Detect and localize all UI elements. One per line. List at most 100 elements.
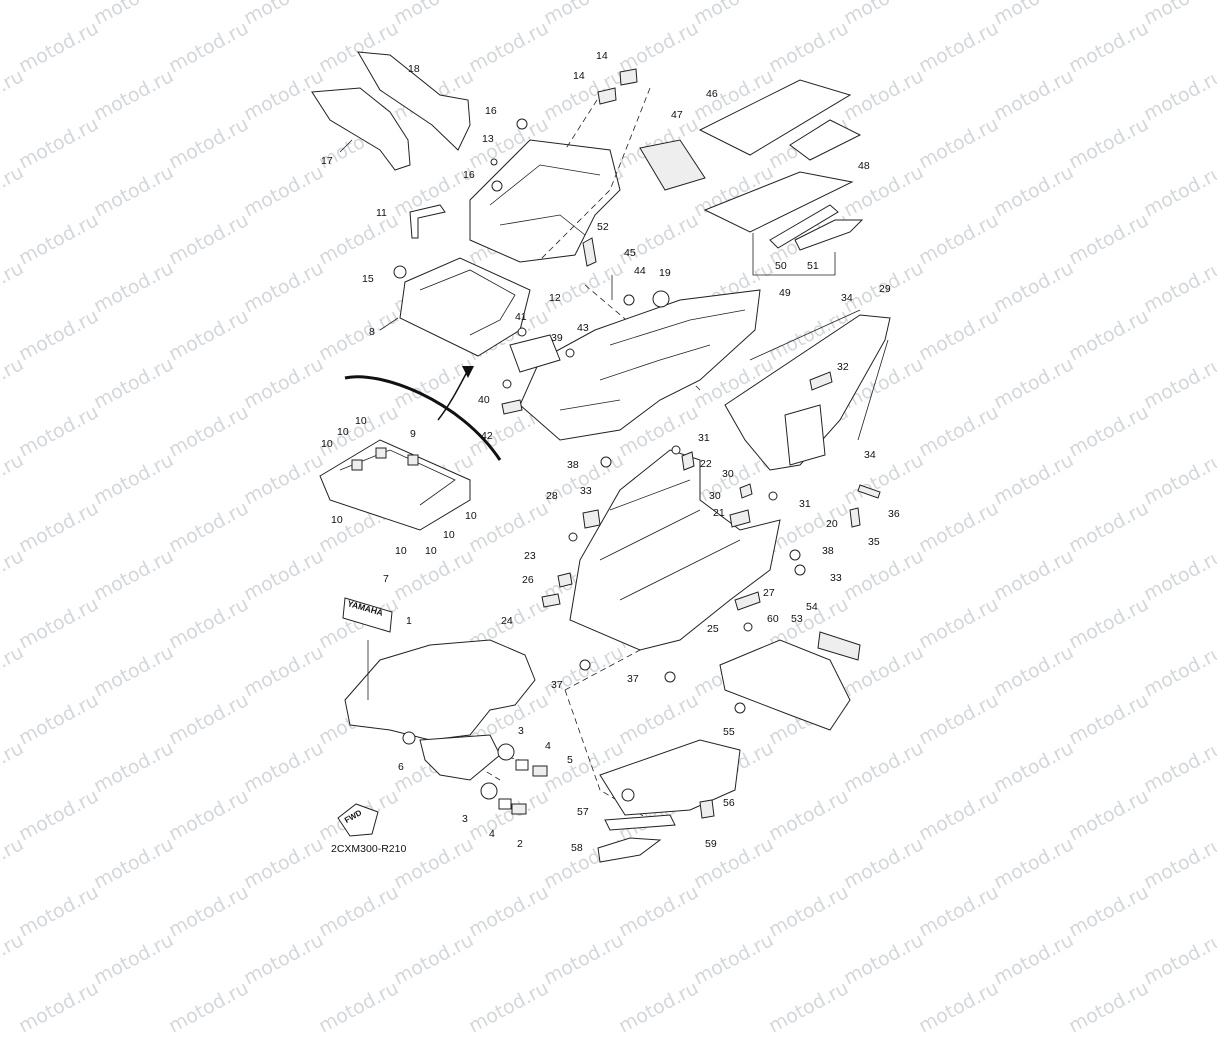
callout-60[interactable]: 60 [767, 613, 779, 625]
callout-33[interactable]: 33 [830, 572, 842, 584]
tool-kit [639, 79, 864, 276]
callout-40[interactable]: 40 [478, 394, 490, 406]
watermark-text: motod.ru [1065, 977, 1153, 1037]
watermark-text: motod.ru [315, 977, 403, 1037]
callout-6[interactable]: 6 [398, 761, 404, 773]
callout-59[interactable]: 59 [705, 838, 717, 850]
callout-52[interactable]: 52 [597, 221, 609, 233]
callout-4[interactable]: 4 [489, 828, 495, 840]
callout-35[interactable]: 35 [868, 536, 880, 548]
callout-19[interactable]: 19 [659, 267, 671, 279]
callout-43[interactable]: 43 [577, 322, 589, 334]
callout-30[interactable]: 30 [709, 490, 721, 502]
callout-37[interactable]: 37 [627, 673, 639, 685]
callout-15[interactable]: 15 [362, 273, 374, 285]
callout-13[interactable]: 13 [482, 133, 494, 145]
watermark-text: motod.ru [840, 929, 928, 990]
callout-48[interactable]: 48 [858, 160, 870, 172]
callout-36[interactable]: 36 [888, 508, 900, 520]
callout-33[interactable]: 33 [580, 485, 592, 497]
callout-54[interactable]: 54 [806, 601, 818, 613]
callout-58[interactable]: 58 [571, 842, 583, 854]
callout-49[interactable]: 49 [779, 287, 791, 299]
lower-tray [319, 439, 471, 531]
callout-9[interactable]: 9 [410, 428, 416, 440]
callout-53[interactable]: 53 [791, 613, 803, 625]
callout-28[interactable]: 28 [546, 490, 558, 502]
callout-10[interactable]: 10 [395, 545, 407, 557]
callout-10[interactable]: 10 [321, 438, 333, 450]
callout-2[interactable]: 2 [517, 838, 523, 850]
callout-10[interactable]: 10 [337, 426, 349, 438]
callout-44[interactable]: 44 [634, 265, 646, 277]
callout-55[interactable]: 55 [723, 726, 735, 738]
callout-50[interactable]: 50 [775, 260, 787, 272]
callout-37[interactable]: 37 [551, 679, 563, 691]
watermark-text: motod.ru [165, 977, 253, 1037]
callout-27[interactable]: 27 [763, 587, 775, 599]
callout-57[interactable]: 57 [577, 806, 589, 818]
callout-29[interactable]: 29 [879, 283, 891, 295]
callout-3[interactable]: 3 [518, 725, 524, 737]
callout-10[interactable]: 10 [425, 545, 437, 557]
fwd-arrow [337, 803, 379, 837]
watermark-text: motod.ru [1140, 929, 1217, 990]
callout-10[interactable]: 10 [331, 514, 343, 526]
callout-17[interactable]: 17 [321, 155, 333, 167]
callout-32[interactable]: 32 [837, 361, 849, 373]
callout-18[interactable]: 18 [408, 63, 420, 75]
callout-14[interactable]: 14 [596, 50, 608, 62]
reference-arrow [344, 375, 502, 461]
callout-45[interactable]: 45 [624, 247, 636, 259]
callout-20[interactable]: 20 [826, 518, 838, 530]
callout-16[interactable]: 16 [463, 169, 475, 181]
callout-12[interactable]: 12 [549, 292, 561, 304]
callout-41[interactable]: 41 [515, 311, 527, 323]
watermark-text: motod.ru [240, 929, 328, 990]
callout-39[interactable]: 39 [551, 332, 563, 344]
callout-38[interactable]: 38 [822, 545, 834, 557]
diagram-code: 2CXM300-R210 [331, 843, 407, 855]
callout-24[interactable]: 24 [501, 615, 513, 627]
callout-30[interactable]: 30 [722, 468, 734, 480]
callout-34[interactable]: 34 [841, 292, 853, 304]
callout-31[interactable]: 31 [799, 498, 811, 510]
callout-21[interactable]: 21 [713, 507, 725, 519]
license-bracket-assembly [597, 622, 861, 863]
callout-38[interactable]: 38 [567, 459, 579, 471]
callout-11[interactable]: 11 [376, 207, 387, 219]
callout-16[interactable]: 16 [485, 105, 497, 117]
watermark-text: motod.ru [465, 977, 553, 1037]
callout-8[interactable]: 8 [369, 326, 375, 338]
callout-22[interactable]: 22 [700, 458, 712, 470]
callout-26[interactable]: 26 [522, 574, 534, 586]
callout-10[interactable]: 10 [355, 415, 367, 427]
callout-31[interactable]: 31 [698, 432, 710, 444]
callout-23[interactable]: 23 [524, 550, 536, 562]
watermark-text: motod.ru [615, 977, 703, 1037]
callout-47[interactable]: 47 [671, 109, 683, 121]
callout-34[interactable]: 34 [864, 449, 876, 461]
callout-42[interactable]: 42 [481, 430, 493, 442]
watermark-text: motod.ru [390, 929, 478, 990]
callout-10[interactable]: 10 [443, 529, 455, 541]
callout-7[interactable]: 7 [383, 573, 389, 585]
front-fender [344, 639, 548, 815]
rear-frame [501, 275, 761, 441]
strap-bracket [409, 204, 446, 239]
callout-25[interactable]: 25 [707, 623, 719, 635]
rear-fender [541, 445, 806, 683]
watermark-text: motod.ru [90, 929, 178, 990]
callout-46[interactable]: 46 [706, 88, 718, 100]
callout-10[interactable]: 10 [465, 510, 477, 522]
callout-3[interactable]: 3 [462, 813, 468, 825]
callout-5[interactable]: 5 [567, 754, 573, 766]
watermark-text: motod.ru [540, 929, 628, 990]
callout-1[interactable]: 1 [406, 615, 412, 627]
callout-56[interactable]: 56 [723, 797, 735, 809]
watermark-text: motod.ru [765, 977, 853, 1037]
callout-14[interactable]: 14 [573, 70, 585, 82]
callout-51[interactable]: 51 [807, 260, 819, 272]
callout-4[interactable]: 4 [545, 740, 551, 752]
